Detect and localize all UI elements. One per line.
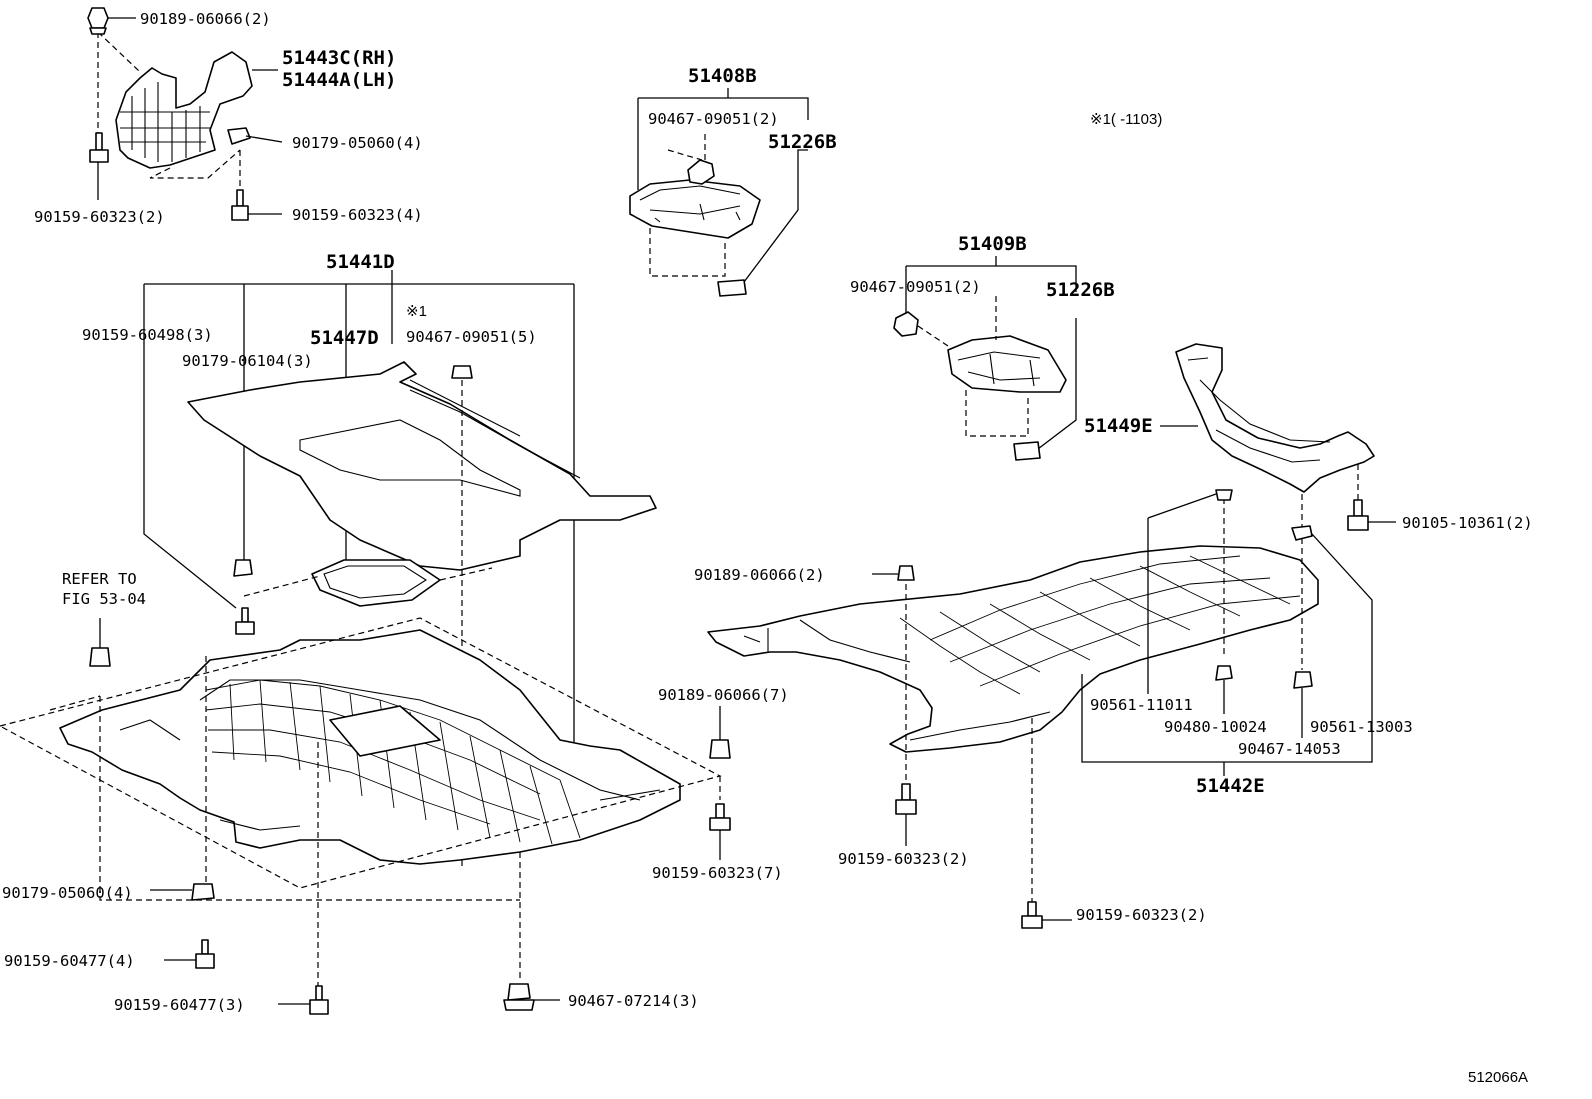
grommet-icon (1291, 525, 1313, 541)
splash-shield-51408b (629, 88, 809, 297)
clip-icon (87, 7, 109, 29)
part-number-label: 90159-60477(3) (114, 996, 245, 1014)
part-number-label: 51408B (688, 65, 757, 87)
part-number-label: 90189-06066(7) (658, 686, 789, 704)
part-number-label: 51409B (958, 233, 1027, 255)
bolt-icon (715, 803, 725, 819)
mudguard-bracket-part (115, 51, 253, 169)
nut-icon (191, 883, 215, 901)
engine-under-cover-51441d (0, 270, 731, 1015)
part-number-label: 51226B (1046, 279, 1115, 301)
crossmember-51449e (1160, 343, 1396, 531)
part-number-label: 90561-11011 (1090, 696, 1193, 714)
clip-icon (893, 311, 919, 337)
mudguard-bracket-assembly (87, 7, 283, 221)
bolt-icon (1027, 901, 1037, 917)
bolt-icon (241, 607, 249, 623)
clip-icon (709, 739, 731, 759)
nut-icon (1293, 671, 1313, 689)
bolt-icon (1353, 499, 1363, 517)
part-number-label: 90159-60323(2) (838, 850, 969, 868)
clip-icon (897, 565, 915, 581)
applicability-note: ※1( -1103) (1090, 111, 1162, 128)
part-number-label: 90159-60323(4) (292, 206, 423, 224)
part-number-label: 90159-60323(2) (1076, 906, 1207, 924)
part-number-label: 51441D (326, 251, 395, 273)
part-number-label: 90179-05060(4) (2, 884, 133, 902)
bolt-icon (315, 985, 323, 1001)
part-number-label: 90105-10361(2) (1402, 514, 1533, 532)
part-number-label: 51449E (1084, 415, 1153, 437)
grommet-icon (1215, 489, 1233, 501)
refer-note: FIG 53-04 (62, 590, 146, 608)
part-number-label: 90159-60323(7) (652, 864, 783, 882)
part-number-label: 51442E (1196, 775, 1265, 797)
refer-note: REFER TO (62, 570, 137, 588)
part-number-label: 90179-05060(4) (292, 134, 423, 152)
part-number-label: 90561-13003 (1310, 718, 1413, 736)
part-number-label: 90179-06104(3) (182, 352, 313, 370)
clip-icon (451, 365, 473, 379)
part-number-label: 51443C(RH) (282, 47, 396, 69)
part-number-label: 90467-09051(2) (850, 278, 981, 296)
part-number-label: 90467-07214(3) (568, 992, 699, 1010)
bolt-icon (901, 783, 911, 801)
part-number-label: 90189-06066(2) (694, 566, 825, 584)
reference-mark: ※1 (406, 303, 427, 320)
bolt-icon (95, 132, 103, 151)
diagram-id: 512066A (1468, 1069, 1528, 1086)
bolt-icon (236, 189, 244, 207)
part-number-label: 90467-09051(2) (648, 110, 779, 128)
clip-icon (507, 983, 531, 1001)
part-number-label: 90159-60498(3) (82, 326, 213, 344)
engine-under-cover-51442e (707, 489, 1373, 929)
part-number-label: 90467-14053 (1238, 740, 1341, 758)
part-number-label: 51444A(LH) (282, 69, 396, 91)
part-number-label: 90159-60477(4) (4, 952, 135, 970)
part-number-label: 51226B (768, 131, 837, 153)
splash-shield-51409b (893, 256, 1077, 461)
clip-icon (687, 159, 715, 185)
part-number-label: 90189-06066(2) (140, 10, 271, 28)
part-number-label: 51447D (310, 327, 379, 349)
bolt-icon (201, 939, 209, 955)
nut-icon (1215, 665, 1233, 681)
part-number-label: 90467-09051(5) (406, 328, 537, 346)
nut-icon (233, 559, 253, 577)
clip-icon (89, 647, 111, 667)
part-number-label: 90159-60323(2) (34, 208, 165, 226)
part-number-label: 90480-10024 (1164, 718, 1267, 736)
